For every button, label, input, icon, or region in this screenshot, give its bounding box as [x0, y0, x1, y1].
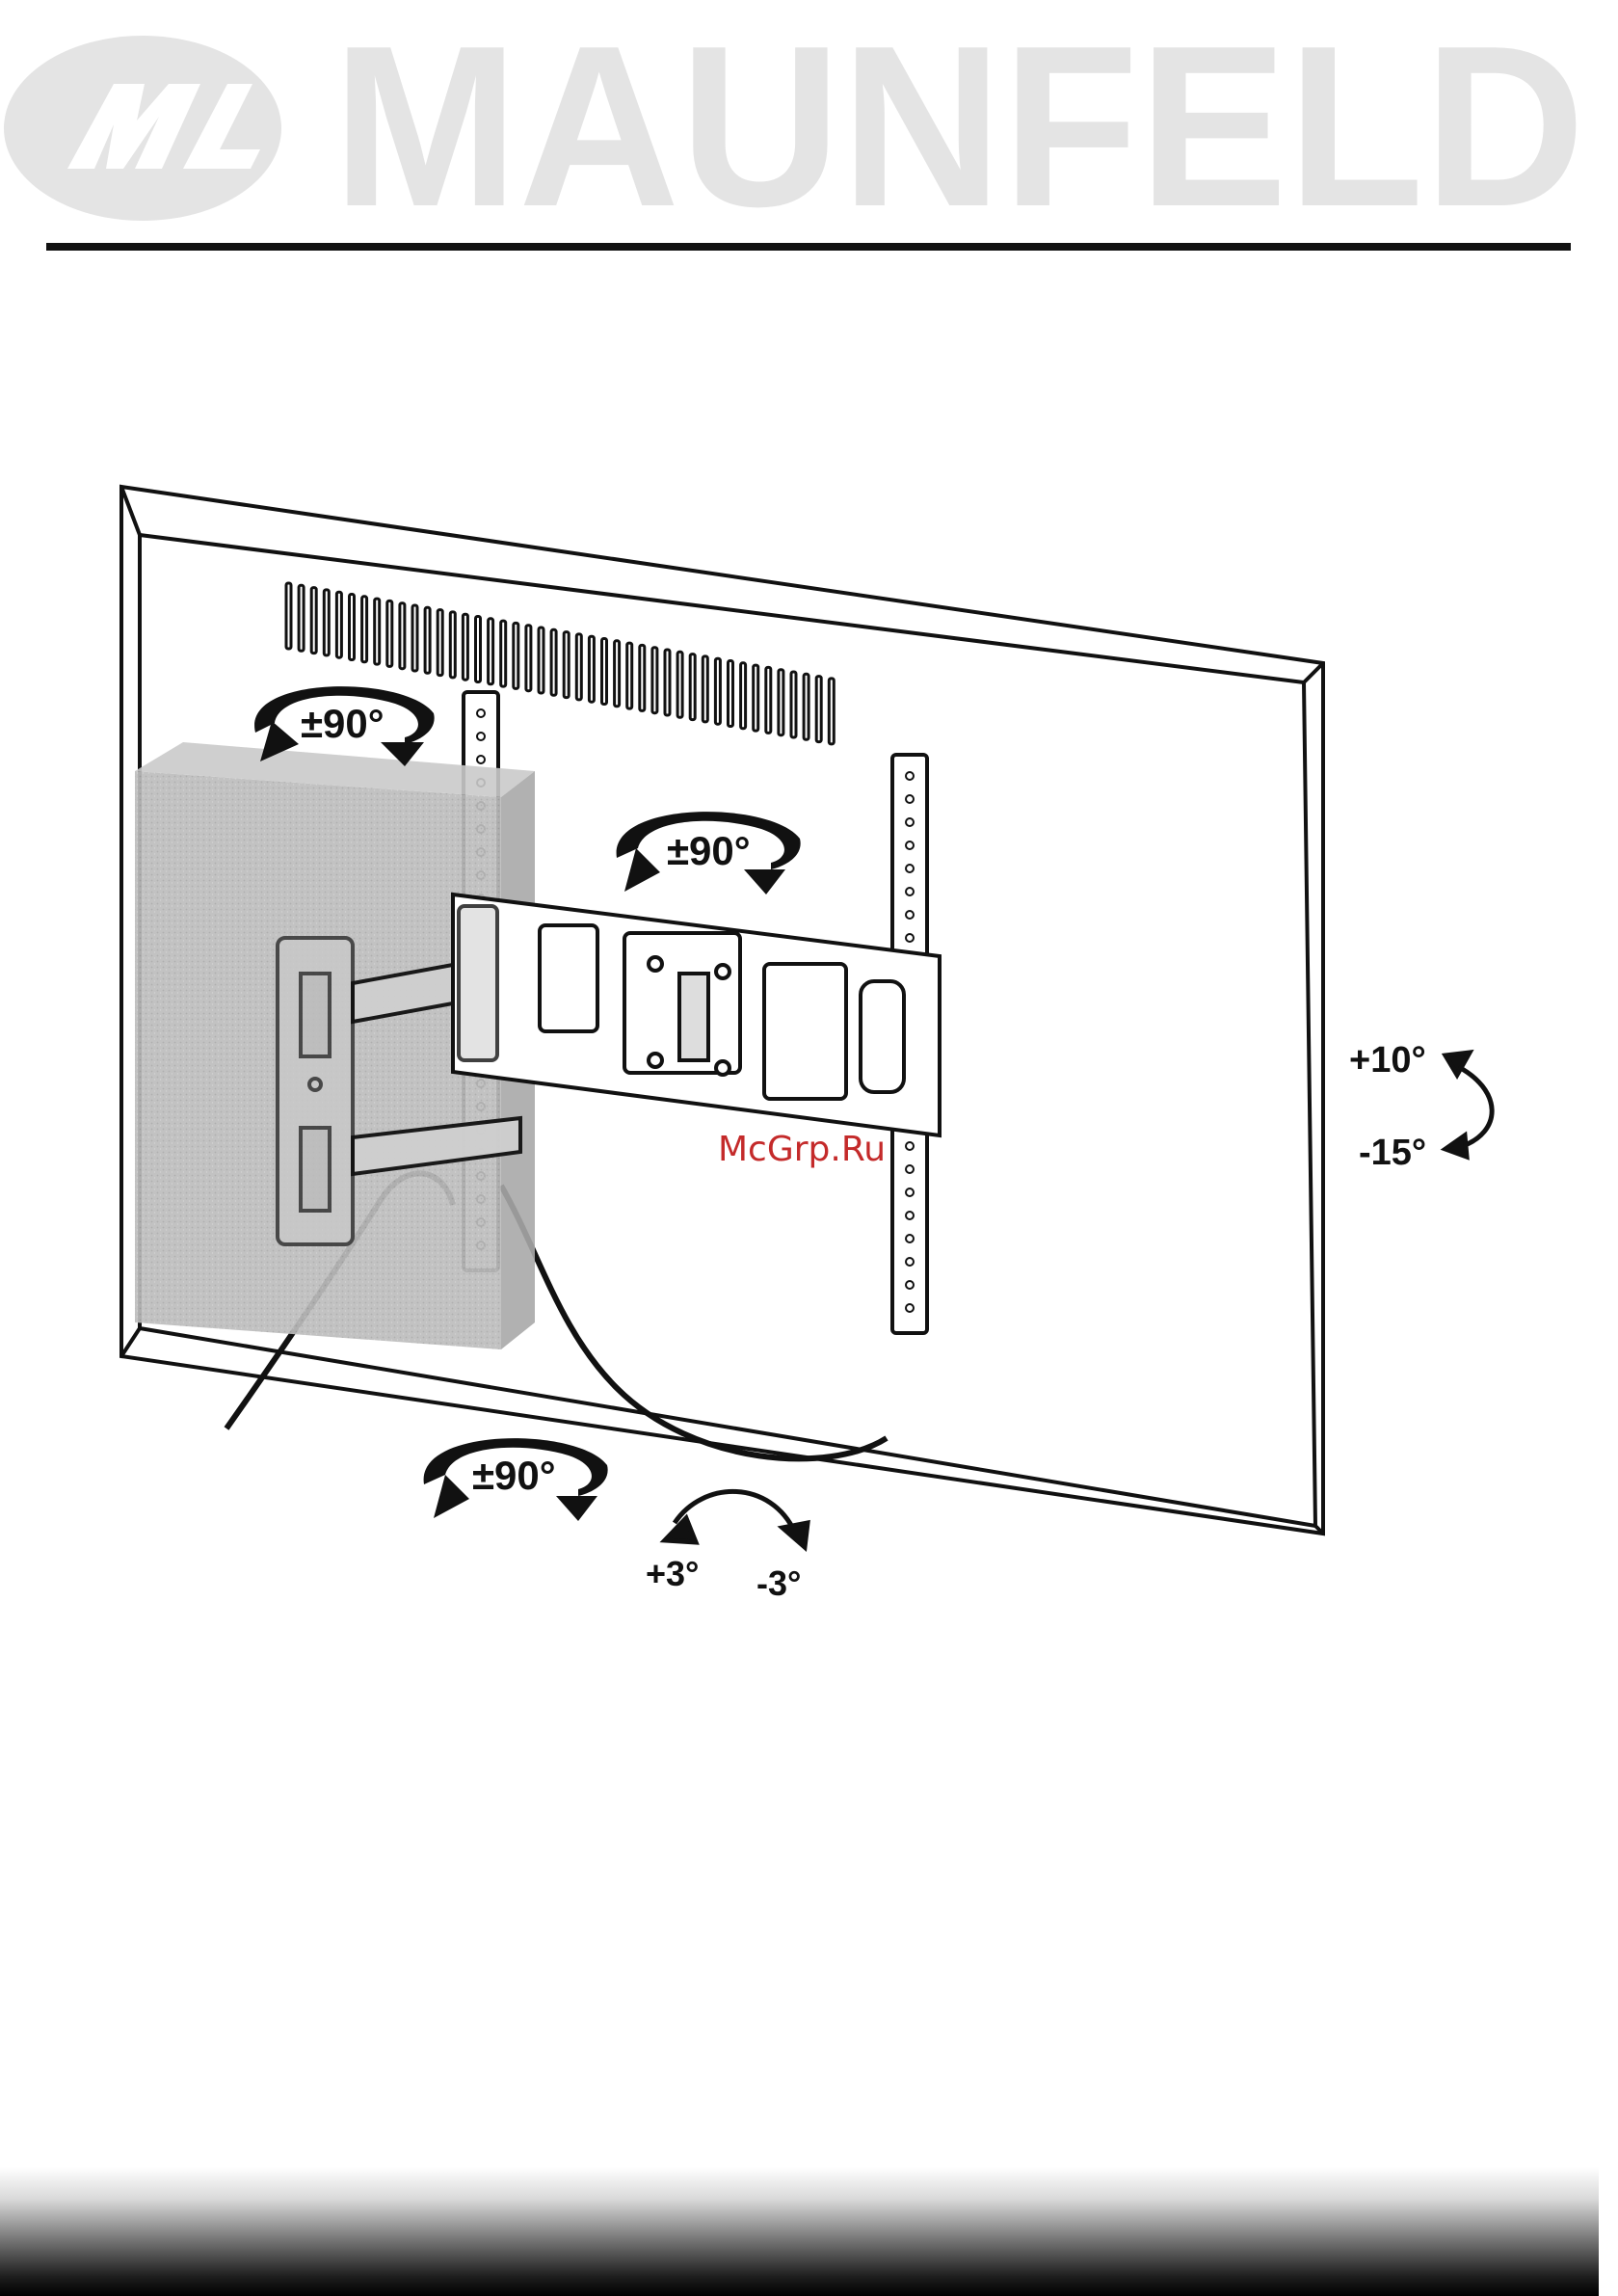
arm-middle-rotation-label: ±90° [667, 828, 751, 873]
wall-plate [278, 938, 353, 1244]
bracket-hole [906, 1281, 914, 1289]
level-arrow [665, 1491, 808, 1547]
footer-gradient-band [0, 2167, 1618, 2296]
bracket-hole [906, 865, 914, 872]
bracket-hole [906, 841, 914, 849]
tilt-arrow [1446, 1053, 1492, 1157]
bracket-hole [906, 1304, 914, 1312]
bracket-hole [906, 772, 914, 780]
watermark-text: McGrp.Ru [718, 1130, 886, 1169]
bracket-hole [906, 911, 914, 919]
bracket-hole [906, 1258, 914, 1266]
bracket-hole [477, 756, 485, 763]
bracket-hole [906, 818, 914, 826]
tilt-up-label: +10° [1349, 1040, 1426, 1081]
tilt-down-label: -15° [1359, 1133, 1426, 1173]
bracket-hole [477, 709, 485, 717]
bracket-hole [477, 733, 485, 740]
bracket-hole [906, 1165, 914, 1173]
arm-top-rotation-label: ±90° [301, 701, 385, 746]
bracket-hole [906, 1142, 914, 1150]
bracket-hole [906, 934, 914, 942]
footer-edge [1599, 2167, 1618, 2296]
arm-bottom-rotation-label: ±90° [472, 1453, 556, 1498]
bracket-hole [906, 1212, 914, 1219]
bracket-hole [906, 888, 914, 895]
level-plus-label: +3° [646, 1554, 699, 1593]
bracket-hole [906, 1188, 914, 1196]
bracket-hole [906, 795, 914, 803]
level-minus-label: -3° [756, 1563, 801, 1603]
bracket-hole [906, 1235, 914, 1242]
